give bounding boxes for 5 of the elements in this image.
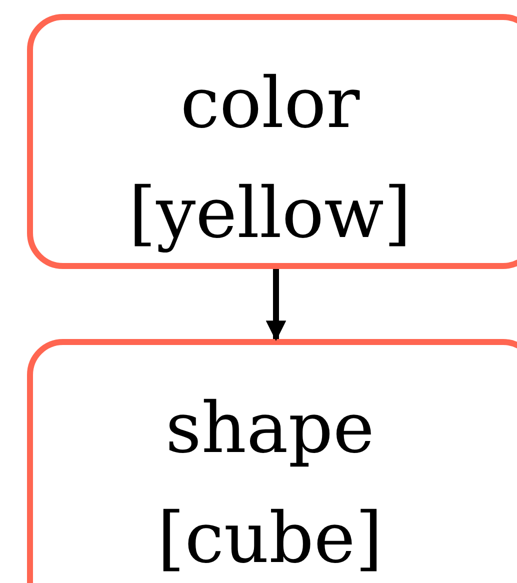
node-label: color [yellow] — [128, 61, 412, 256]
arrow — [266, 269, 286, 342]
rounded-box — [27, 339, 517, 583]
rounded-box — [27, 14, 517, 269]
node-label: shape [cube] — [156, 386, 384, 581]
